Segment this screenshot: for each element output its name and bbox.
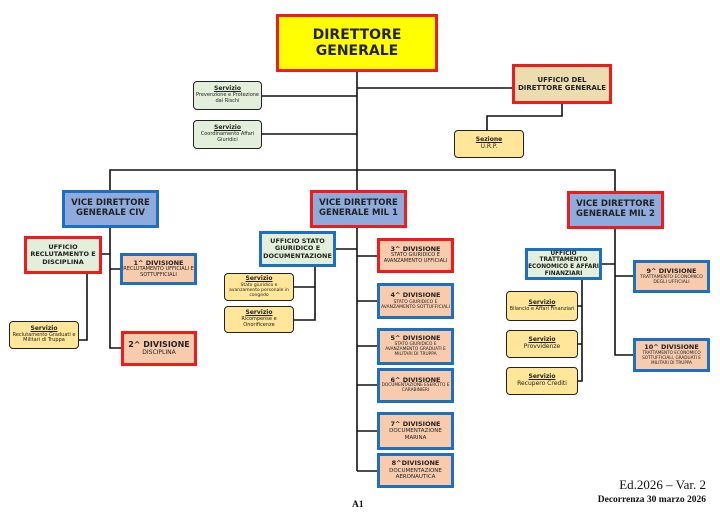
- box-title: 10^ DIVISIONE: [644, 343, 699, 352]
- box-label: Servizio: [528, 336, 556, 344]
- box-text: Bilancio e Affari Finanziari: [509, 305, 575, 312]
- box-label: Servizio: [30, 324, 58, 332]
- box-text: Ricompense e Onorificenze: [241, 316, 277, 328]
- ufficio-trattamento-box: UFFICIO TRATTAMENTO ECONOMICO E AFFARI F…: [525, 248, 602, 280]
- box-text: RECLUTAMENTO UFFICIALI E SOTTUFFICIALI: [123, 265, 194, 278]
- box-label: Servizio: [214, 124, 241, 132]
- box-title: VICE DIRETTORE GENERALE MIL 1: [319, 198, 398, 218]
- box-text: Reclutamento Graduati e Militari di Trup…: [12, 331, 76, 344]
- box-text: Stato giuridico e avanzamento personale …: [229, 282, 289, 299]
- box-text: Recupero Crediti: [517, 380, 567, 387]
- box-title: 2^ DIVISIONE: [128, 340, 190, 350]
- box-text: U.R.P.: [480, 143, 498, 150]
- box-label: Servizio: [245, 274, 273, 282]
- vdg-mil2-box: VICE DIRETTORE GENERALE MIL 2: [567, 191, 664, 229]
- box-text: TRATTAMENTO ECONOMICO SOTTUFFICIALI, GRA…: [642, 350, 701, 366]
- box-text: STATO GIURIDICO E AVANZAMENTO UFFICIALI: [383, 252, 448, 265]
- ufficio-reclutamento-box: UFFICIO RECLUTAMENTO E DISCIPLINA: [24, 236, 102, 274]
- box-title: VICE DIRETTORE GENERALE CIV: [71, 198, 150, 218]
- box-text: DISCIPLINA: [142, 348, 176, 356]
- box-label: Servizio: [245, 309, 273, 317]
- box-label: Sezione: [475, 136, 503, 144]
- box-title: 7^ DIVISIONE: [390, 419, 441, 428]
- vdg-mil1-box: VICE DIRETTORE GENERALE MIL 1: [310, 190, 407, 228]
- page-number: A1: [352, 500, 364, 510]
- box-text: STATO GIURIDICO E AVANZAMENTO SOTTUFFICI…: [381, 299, 450, 310]
- ufficio-stato-giuridico-box: UFFICIO STATO GIURIDICO E DOCUMENTAZIONE: [259, 231, 336, 267]
- director-general-box: DIRETTORE GENERALE: [276, 14, 438, 72]
- effective-date: Decorrenza 30 marzo 2026: [597, 495, 706, 505]
- director-title: DIRETTORE GENERALE: [312, 26, 402, 59]
- box-label: Servizio: [528, 373, 556, 381]
- box-title: 5^ DIVISIONE: [390, 334, 441, 343]
- box-title: UFFICIO RECLUTAMENTO E DISCIPLINA: [30, 242, 96, 266]
- box-text: Prevenzione e Protezione dai Rischi: [195, 92, 259, 104]
- box-label: Servizio: [214, 85, 241, 93]
- box-text: DOCUMENTAZIONE MARINA: [389, 428, 442, 441]
- box-text: Coordinamento Affari Giuridici: [200, 131, 255, 143]
- box-title: UFFICIO STATO GIURIDICO E DOCUMENTAZIONE: [263, 236, 332, 260]
- box-title: 8^DIVISIONE: [391, 459, 440, 468]
- box-text: TRATTAMENTO ECONOMICO DEGLI UFFICIALI: [640, 275, 703, 286]
- box-label: Servizio: [528, 298, 556, 306]
- box-text: Provvidenze: [523, 343, 561, 350]
- ufficio-dg-box: UFFICIO DEL DIRETTORE GENERALE: [512, 64, 612, 104]
- box-text: DOCUMENTAZIONE ESERCITO E CARABINIERI: [381, 383, 450, 394]
- box-title: 3^ DIVISIONE: [390, 245, 441, 254]
- box-title: 9^ DIVISIONE: [646, 266, 697, 275]
- box-title: UFFICIO DEL DIRETTORE GENERALE: [517, 75, 607, 92]
- box-title: 1^ DIVISIONE: [133, 258, 184, 267]
- box-title: VICE DIRETTORE GENERALE MIL 2: [576, 199, 655, 219]
- box-title: 6^ DIVISIONE: [390, 375, 441, 384]
- box-text: STATO GIURIDICO E AVANZAMENTO GRADUATI E…: [385, 341, 446, 357]
- box-title: 4^ DIVISIONE: [390, 291, 441, 300]
- box-text: DOCUMENTAZIONE AERONAUTICA: [389, 467, 442, 481]
- vdg-civ-box: VICE DIRETTORE GENERALE CIV: [62, 190, 159, 228]
- box-title: UFFICIO TRATTAMENTO ECONOMICO E AFFARI F…: [528, 250, 599, 277]
- edition-label: Ed.2026 – Var. 2: [619, 477, 706, 492]
